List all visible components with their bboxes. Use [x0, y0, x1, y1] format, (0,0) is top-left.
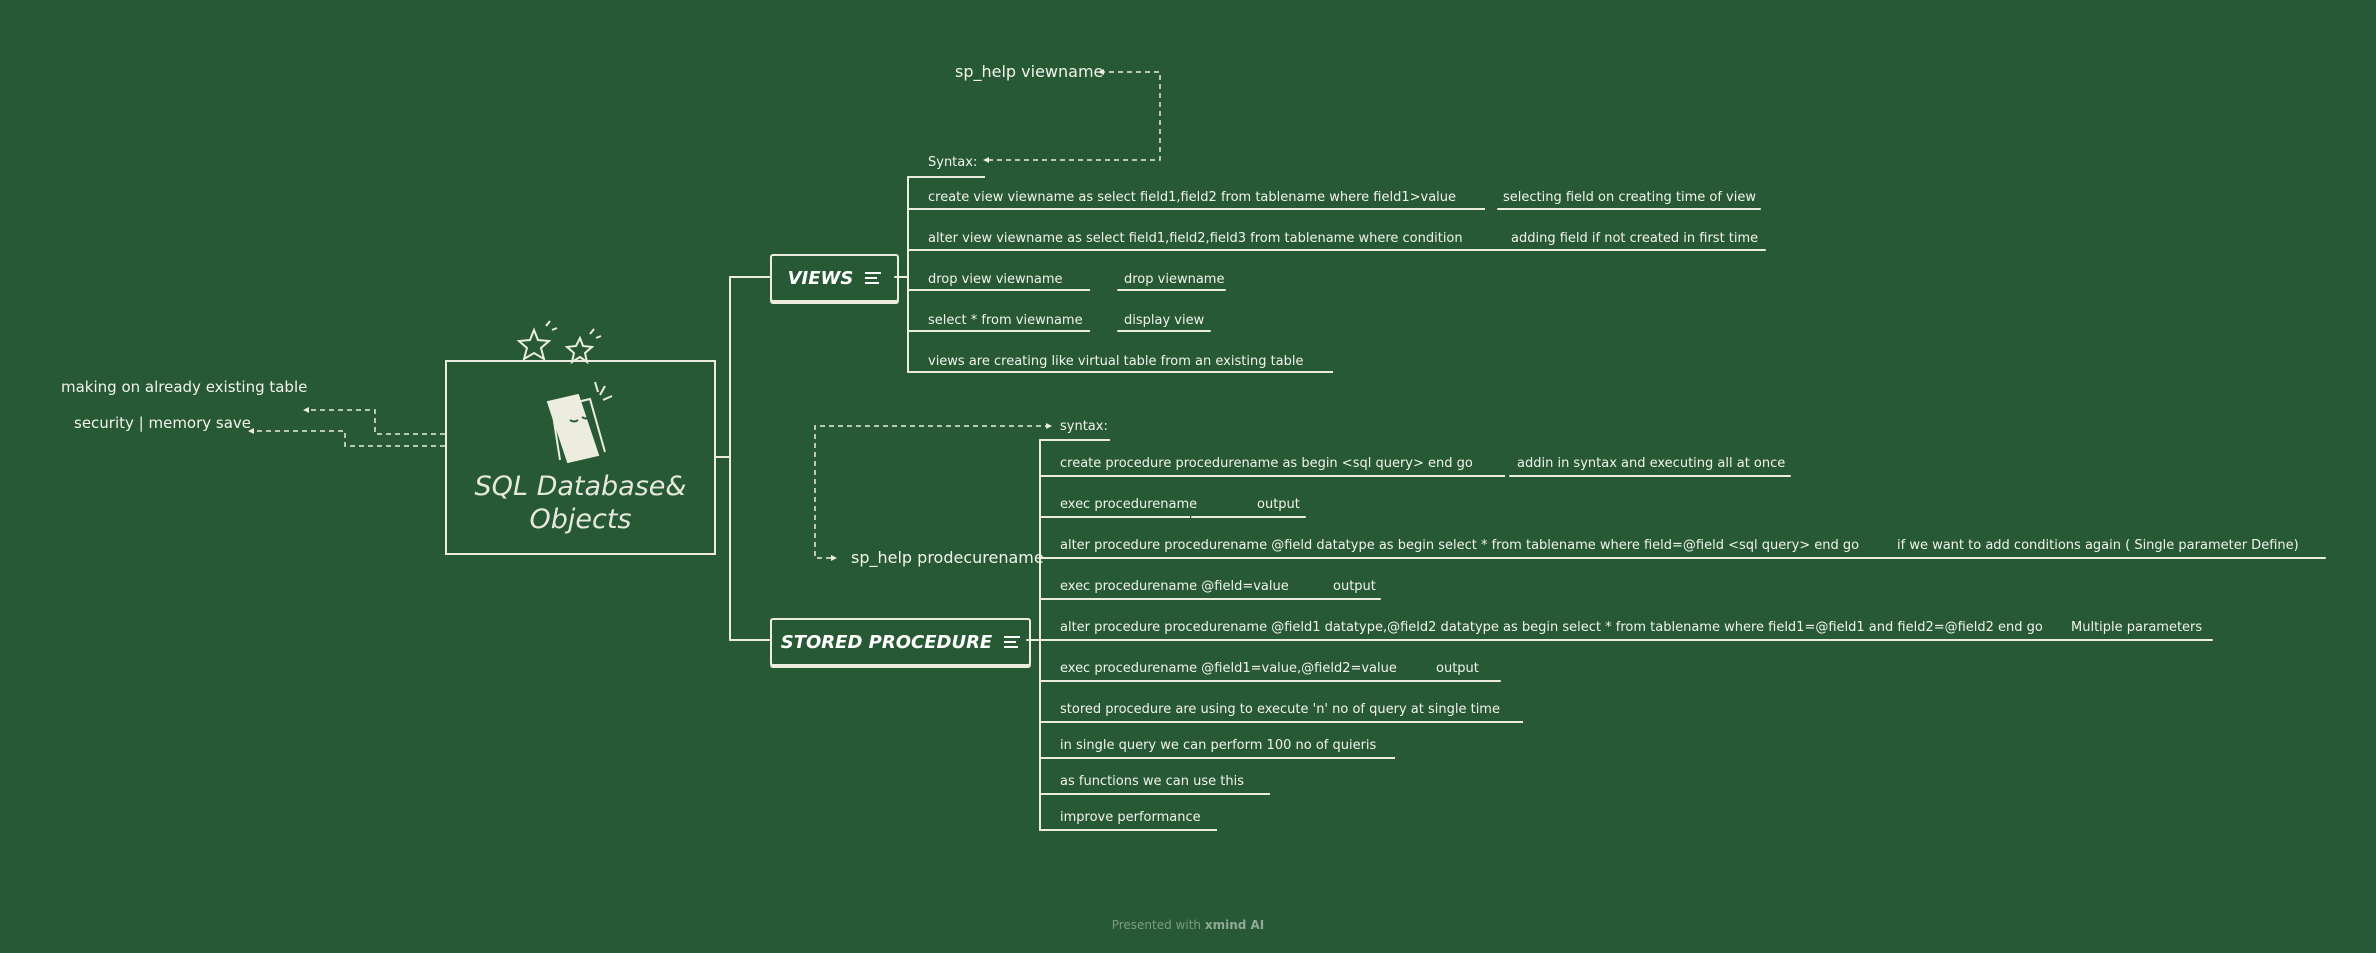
- sp-item-5[interactable]: alter procedure procedurename @field1 da…: [1060, 620, 2043, 635]
- branch-views-label: VIEWS: [787, 267, 854, 289]
- central-topic-title: SQL Database& Objects: [474, 471, 687, 535]
- notes-icon: [865, 272, 882, 284]
- sp-item-4[interactable]: exec procedurename @field=value: [1060, 579, 1289, 594]
- sp-note-3[interactable]: if we want to add conditions again ( Sin…: [1897, 538, 2299, 553]
- branch-stored-procedure[interactable]: STORED PROCEDURE: [770, 618, 1031, 666]
- sp-note-2[interactable]: output: [1257, 497, 1300, 512]
- sp-item-2[interactable]: exec procedurename: [1060, 497, 1198, 512]
- book-illustration: [546, 381, 613, 464]
- views-item-2[interactable]: alter view viewname as select field1,fie…: [928, 231, 1463, 246]
- dashed-sp-help-view: [985, 71, 1161, 161]
- footer-prefix: Presented with: [1111, 918, 1202, 932]
- views-item-3[interactable]: drop view viewname: [928, 272, 1063, 287]
- footer-credit: Presented with xmind AI: [0, 918, 2376, 932]
- views-syntax[interactable]: Syntax:: [928, 155, 978, 170]
- views-item-1[interactable]: create view viewname as select field1,fi…: [928, 190, 1457, 205]
- views-item-4[interactable]: select * from viewname: [928, 313, 1083, 328]
- sp-note-1[interactable]: addin in syntax and executing all at onc…: [1517, 456, 1786, 471]
- views-item-5[interactable]: views are creating like virtual table fr…: [928, 354, 1304, 369]
- sp-sp-help[interactable]: sp_help prodecurename: [851, 548, 1044, 567]
- notes-icon: [1004, 636, 1021, 648]
- dashed-sp-help-proc: [814, 425, 1050, 559]
- floating-existing-table[interactable]: making on already existing table: [61, 378, 308, 396]
- views-note-1[interactable]: selecting field on creating time of view: [1503, 190, 1756, 205]
- sp-item-1[interactable]: create procedure procedurename as begin …: [1060, 456, 1473, 471]
- views-note-2[interactable]: adding field if not created in first tim…: [1511, 231, 1759, 246]
- sp-item-9[interactable]: as functions we can use this: [1060, 774, 1244, 789]
- central-topic[interactable]: [445, 360, 716, 555]
- sp-item-7[interactable]: stored procedure are using to execute 'n…: [1060, 702, 1500, 717]
- sp-item-10[interactable]: improve performance: [1060, 810, 1201, 825]
- branch-stored-procedure-label: STORED PROCEDURE: [780, 631, 993, 653]
- dashed-security: [250, 430, 445, 447]
- sp-syntax[interactable]: syntax:: [1060, 419, 1108, 434]
- sp-item-8[interactable]: in single query we can perform 100 no of…: [1060, 738, 1377, 753]
- sp-item-6[interactable]: exec procedurename @field1=value,@field2…: [1060, 661, 1397, 676]
- footer-brand: xmind AI: [1204, 918, 1265, 932]
- sp-note-4[interactable]: output: [1333, 579, 1376, 594]
- sp-note-6[interactable]: output: [1436, 661, 1479, 676]
- sp-note-5[interactable]: Multiple parameters: [2071, 620, 2203, 635]
- views-note-4[interactable]: display view: [1124, 313, 1205, 328]
- views-sp-help[interactable]: sp_help viewname: [955, 62, 1104, 81]
- dashed-existing-table: [305, 409, 445, 435]
- branch-views[interactable]: VIEWS: [770, 254, 899, 302]
- sp-item-3[interactable]: alter procedure procedurename @field dat…: [1060, 538, 1860, 553]
- views-note-3[interactable]: drop viewname: [1124, 272, 1225, 287]
- floating-security[interactable]: security | memory save: [74, 414, 252, 432]
- stars-doodle: [516, 320, 602, 365]
